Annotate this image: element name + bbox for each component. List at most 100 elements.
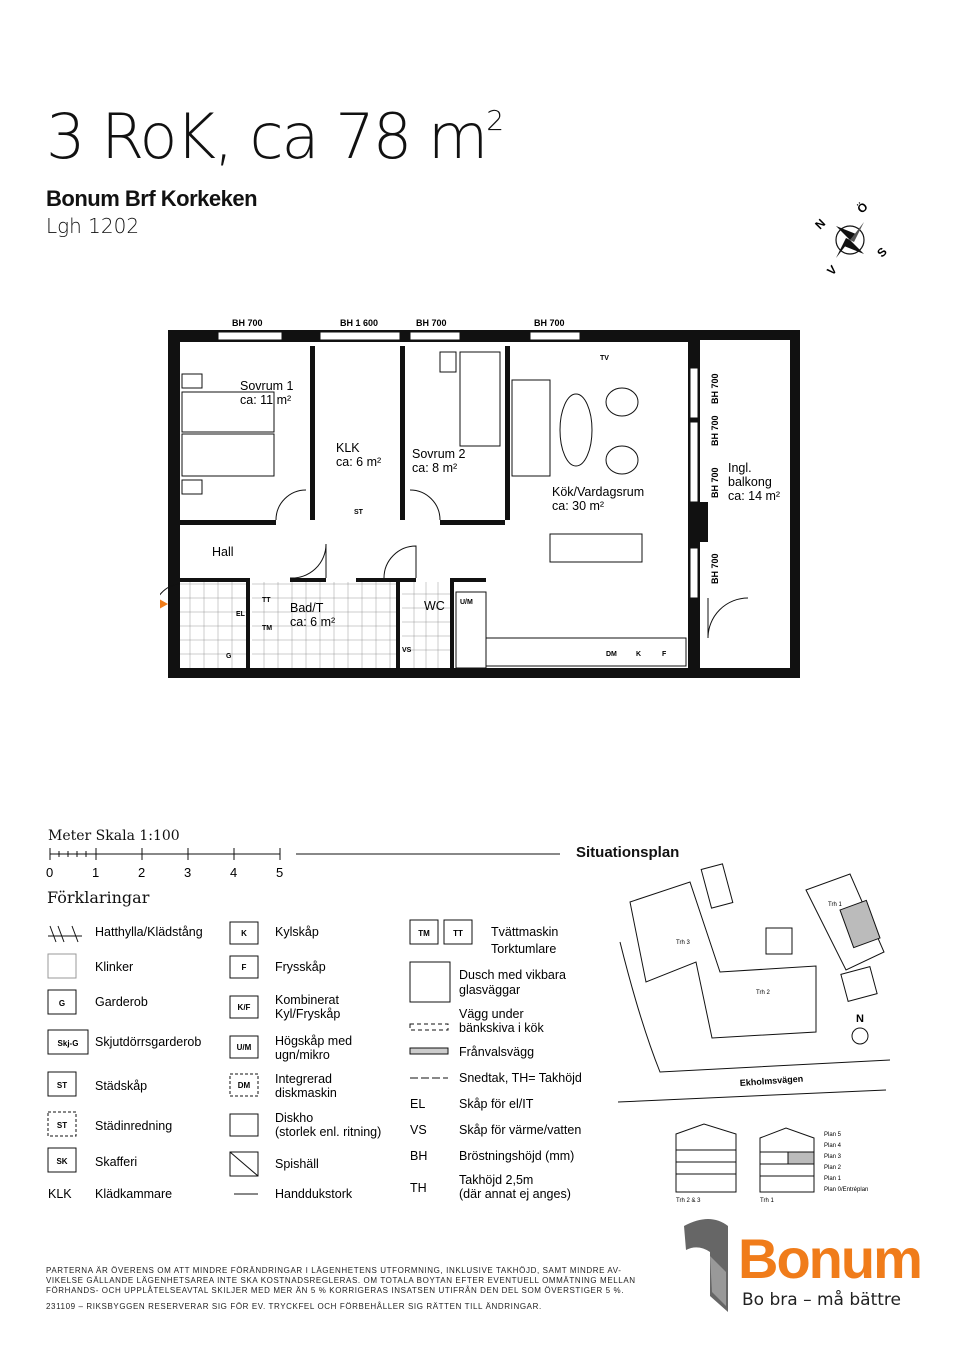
fixture-tt: TT <box>262 597 271 604</box>
compass-v: V <box>824 263 840 279</box>
legend-label: Skåp för värme/vatten <box>459 1123 581 1137</box>
legend-symbol: SK <box>56 1157 67 1166</box>
legend-symbol: BH <box>410 1149 427 1163</box>
legend-label: Skafferi <box>95 1155 137 1169</box>
floor-label: Plan 0/Entréplan <box>824 1187 868 1193</box>
legend-label: Frånvalsvägg <box>459 1045 534 1059</box>
street-name: Ekholmsvägen <box>739 1074 803 1088</box>
room-klk-area: ca: 6 m² <box>336 455 381 469</box>
legend-label: Torktumlare <box>491 942 556 956</box>
legend-symbol: TH <box>410 1181 427 1195</box>
legend-symbol: ST <box>57 1081 67 1090</box>
bh-label: BH 1 600 <box>340 318 378 328</box>
legend-label: Högskåp med <box>275 1034 352 1048</box>
room-klk-name: KLK <box>336 441 360 455</box>
north-icon <box>851 1027 869 1045</box>
legend-label: Spishäll <box>275 1157 319 1171</box>
situation-title: Situationsplan <box>576 844 680 861</box>
room-balkong-area: ca: 14 m² <box>728 489 780 503</box>
legend-symbol: K <box>241 929 247 938</box>
bonum-logo-icon <box>684 1219 728 1312</box>
room-balkong-line2: balkong <box>728 475 772 489</box>
legend-label: ugn/mikro <box>275 1048 330 1062</box>
scale-tick: 1 <box>92 865 99 880</box>
floor-label: Plan 5 <box>824 1132 842 1138</box>
legend-label: Bröstningshöjd (mm) <box>459 1149 574 1163</box>
page-title: 3 RoK, ca 78 m2 <box>46 100 504 173</box>
house-label: Trh 1 <box>828 902 842 908</box>
room-sovrum1-area: ca: 11 m² <box>240 393 291 407</box>
legend-label: diskmaskin <box>275 1086 337 1100</box>
legend-symbol: Skj-G <box>58 1039 79 1048</box>
legend-symbol: VS <box>410 1123 427 1137</box>
fixture-f: F <box>662 651 667 658</box>
legend-label: Handdukstork <box>275 1187 353 1201</box>
legend-label: Tvättmaskin <box>491 925 558 939</box>
legend-label: Dusch med vikbara <box>459 968 566 982</box>
room-wc-name: WC <box>424 599 445 613</box>
tile-icon <box>47 953 77 979</box>
side-bh-label: BH 700 <box>710 467 720 498</box>
legend-symbol: F <box>242 963 247 972</box>
legend-label: bänkskiva i kök <box>459 1021 545 1035</box>
scale-tick: 0 <box>46 865 53 880</box>
legend-label: Klädkammare <box>95 1187 172 1201</box>
room-sovrum2-area: ca: 8 m² <box>412 461 457 475</box>
compass-o: Ö <box>854 200 871 216</box>
apartment-number: Lgh 1202 <box>46 214 140 238</box>
legend-symbol: TM <box>418 929 430 938</box>
legend-symbol: EL <box>410 1097 425 1111</box>
project-name: Bonum Brf Korkeken <box>46 186 258 211</box>
fixture-st: ST <box>354 509 364 516</box>
room-sovrum1-name: Sovrum 1 <box>240 379 294 393</box>
side-bh-label: BH 700 <box>710 373 720 404</box>
legend-symbol: ST <box>57 1121 67 1130</box>
legend-symbol: DM <box>238 1081 251 1090</box>
fixture-tm: TM <box>262 625 272 632</box>
bh-label: BH 700 <box>534 318 565 328</box>
side-bh-label: BH 700 <box>710 553 720 584</box>
room-bad-name: Bad/T <box>290 601 324 615</box>
elevation-label: Trh 2 & 3 <box>676 1198 701 1204</box>
floor-label: Plan 3 <box>824 1154 842 1160</box>
legend-label: Garderob <box>95 995 148 1009</box>
title-text: 3 RoK, ca 78 m <box>46 100 488 173</box>
legend-label: Skåp för el/IT <box>459 1097 534 1111</box>
legend-label: Kylskåp <box>275 925 319 939</box>
fixture-um: U/M <box>460 599 473 606</box>
room-bad-area: ca: 6 m² <box>290 615 335 629</box>
bh-label: BH 700 <box>232 318 263 328</box>
situation-plan: Ekholmsvägen N Trh 1 Trh 3 Trh 2 Trh 2 &… <box>617 863 891 1204</box>
floor-label: Plan 2 <box>824 1165 842 1171</box>
scale-label: Meter Skala 1:100 <box>48 828 180 844</box>
bh-label: BH 700 <box>416 318 447 328</box>
scale-tick: 3 <box>184 865 191 880</box>
legend-label: glasväggar <box>459 983 520 997</box>
house-label: Trh 2 <box>756 990 770 996</box>
scale-bar: 0 1 2 3 4 5 <box>46 848 560 880</box>
floor-label: Plan 1 <box>824 1176 842 1182</box>
legend-symbol: TT <box>453 929 463 938</box>
legend-symbol: KLK <box>48 1187 72 1201</box>
brand-logo: Bonum <box>738 1227 923 1290</box>
floor-plan: BH 700 BH 1 600 BH 700 BH 700 <box>160 318 800 678</box>
legend-label: Vägg under <box>459 1007 524 1021</box>
fixture-vs: VS <box>402 647 412 654</box>
fixture-tv: TV <box>600 355 609 362</box>
fixture-dm: DM <box>606 651 617 658</box>
north-label: N <box>856 1013 864 1025</box>
scale-tick: 4 <box>230 865 237 880</box>
legend-label: Kyl/Fryskåp <box>275 1007 340 1021</box>
brand-slogan: Bo bra – må bättre <box>742 1290 901 1310</box>
elevation-label: Trh 1 <box>760 1198 774 1204</box>
legend-label: Diskho <box>275 1111 313 1125</box>
fixture-el: EL <box>236 611 246 618</box>
legend-label: Skjutdörrsgarderob <box>95 1035 201 1049</box>
room-kok-name: Kök/Vardagsrum <box>552 485 644 499</box>
scale-tick: 2 <box>138 865 145 880</box>
legend-label: (där annat ej anges) <box>459 1187 571 1201</box>
room-balkong-line1: Ingl. <box>728 461 752 475</box>
legend-label: Takhöjd 2,5m <box>459 1173 533 1187</box>
legend-symbol: K/F <box>238 1003 251 1012</box>
room-hall-name: Hall <box>212 545 234 559</box>
